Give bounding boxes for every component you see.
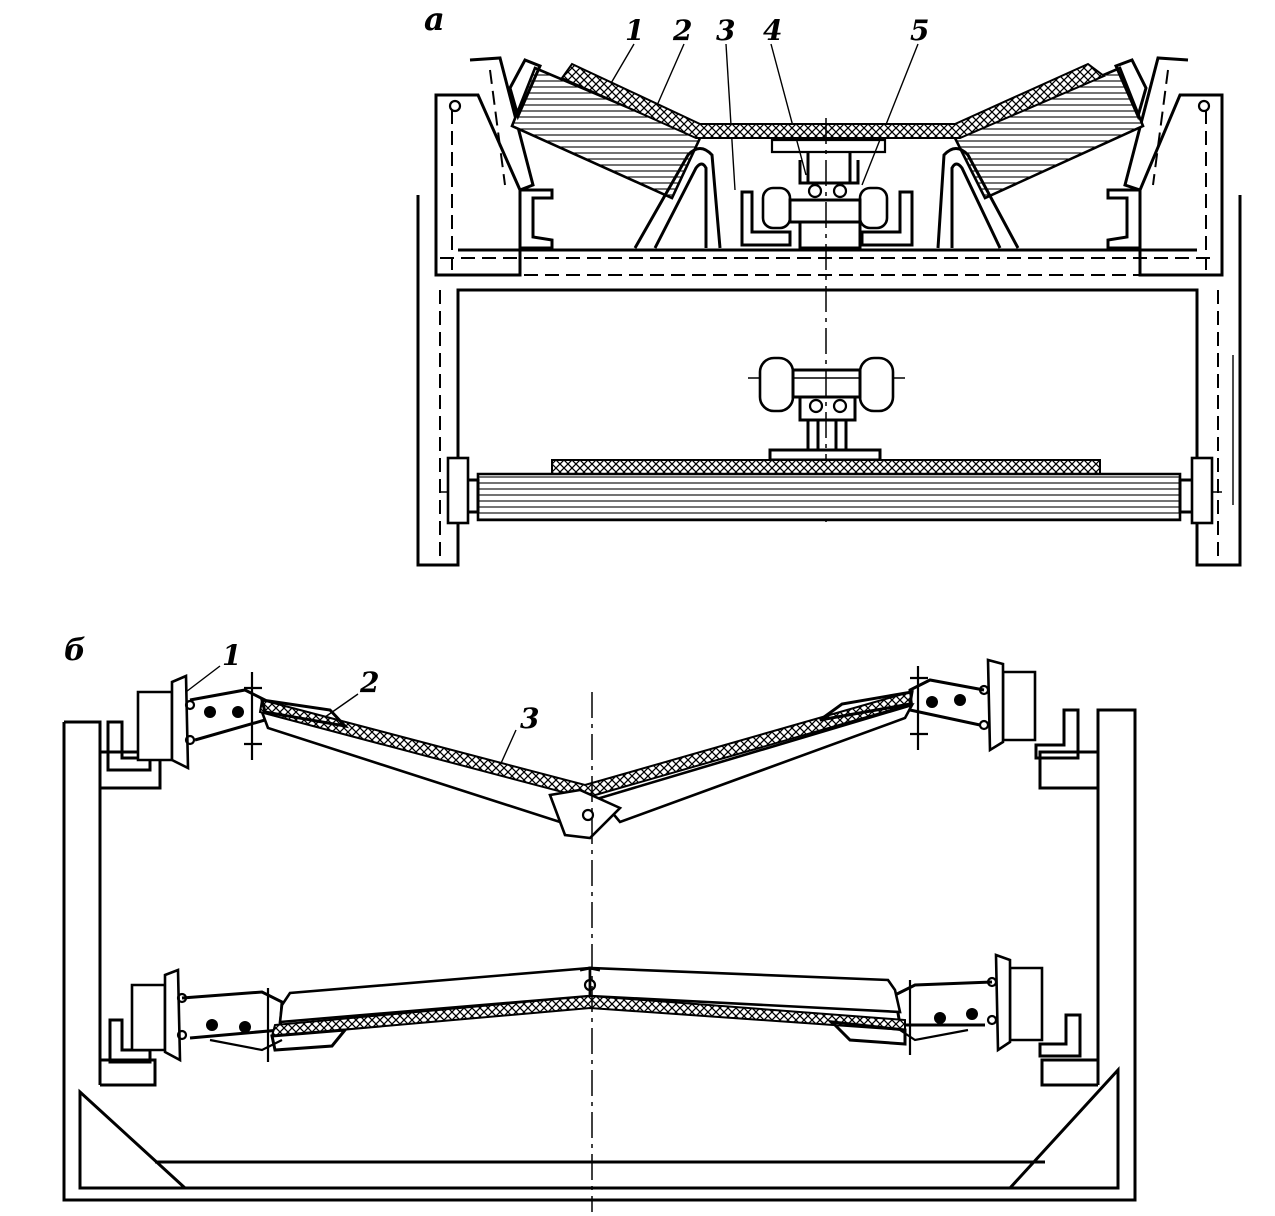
figure-a-callout-1: 1 bbox=[625, 14, 644, 47]
figure-b-lower-rollers bbox=[278, 966, 902, 1024]
figure-b-upper-left-bearing bbox=[136, 672, 267, 771]
figure-a-return-roller bbox=[440, 456, 1222, 525]
figure-b-callout-3: 3 bbox=[520, 702, 539, 735]
figure-b-upper-center-hinge bbox=[548, 788, 623, 840]
figure-b-callout-2: 2 bbox=[359, 666, 379, 699]
figure-b-upper-right-bearing bbox=[908, 658, 1037, 753]
figure-b-upper-side-plates bbox=[260, 690, 914, 729]
figure-b-upper-angle-seats bbox=[106, 708, 1080, 772]
figure-a-troughed-belt bbox=[560, 62, 1106, 139]
figure-b-upper-right-roller bbox=[597, 702, 915, 824]
figure-b-lower-center-hinge bbox=[579, 966, 601, 992]
figure-b-lower-right-bearing bbox=[893, 953, 1044, 1055]
figure-a-callout-5: 5 bbox=[910, 14, 929, 47]
figure-a-lower-hanger-assembly bbox=[748, 356, 905, 462]
figure-b-callout-1: 1 bbox=[222, 639, 241, 672]
figure-b-callouts: 1 2 3 bbox=[222, 639, 539, 735]
figure-b-upper-belt bbox=[258, 690, 914, 800]
figure-a-callouts: 1 2 3 4 5 bbox=[625, 14, 929, 47]
figure-a-panel-label: а bbox=[424, 0, 445, 38]
figure-b: б 1 2 3 bbox=[62, 633, 1137, 1212]
figure-a-frame bbox=[416, 195, 1242, 567]
figure-b-frame bbox=[62, 708, 1137, 1202]
figure-a-right-strut bbox=[936, 147, 1020, 249]
figure-b-lower-left-bearing bbox=[130, 968, 284, 1063]
figure-b-lower-angle-seats bbox=[108, 1013, 1082, 1064]
figure-b-lower-side-plates bbox=[270, 1020, 907, 1052]
figure-b-panel-label: б bbox=[64, 633, 86, 668]
figure-a-left-strut bbox=[633, 147, 722, 249]
figure-a-callout-4: 4 bbox=[763, 14, 782, 47]
figure-a-callout-3: 3 bbox=[716, 14, 735, 47]
figure-a-return-belt bbox=[551, 459, 1101, 475]
figure-a-callout-2: 2 bbox=[672, 14, 692, 47]
figure-a: а 1 2 3 4 5 bbox=[416, 0, 1242, 567]
figure-a-upper-clamp-assembly bbox=[740, 152, 914, 250]
figure-a-center-plate bbox=[770, 138, 887, 154]
